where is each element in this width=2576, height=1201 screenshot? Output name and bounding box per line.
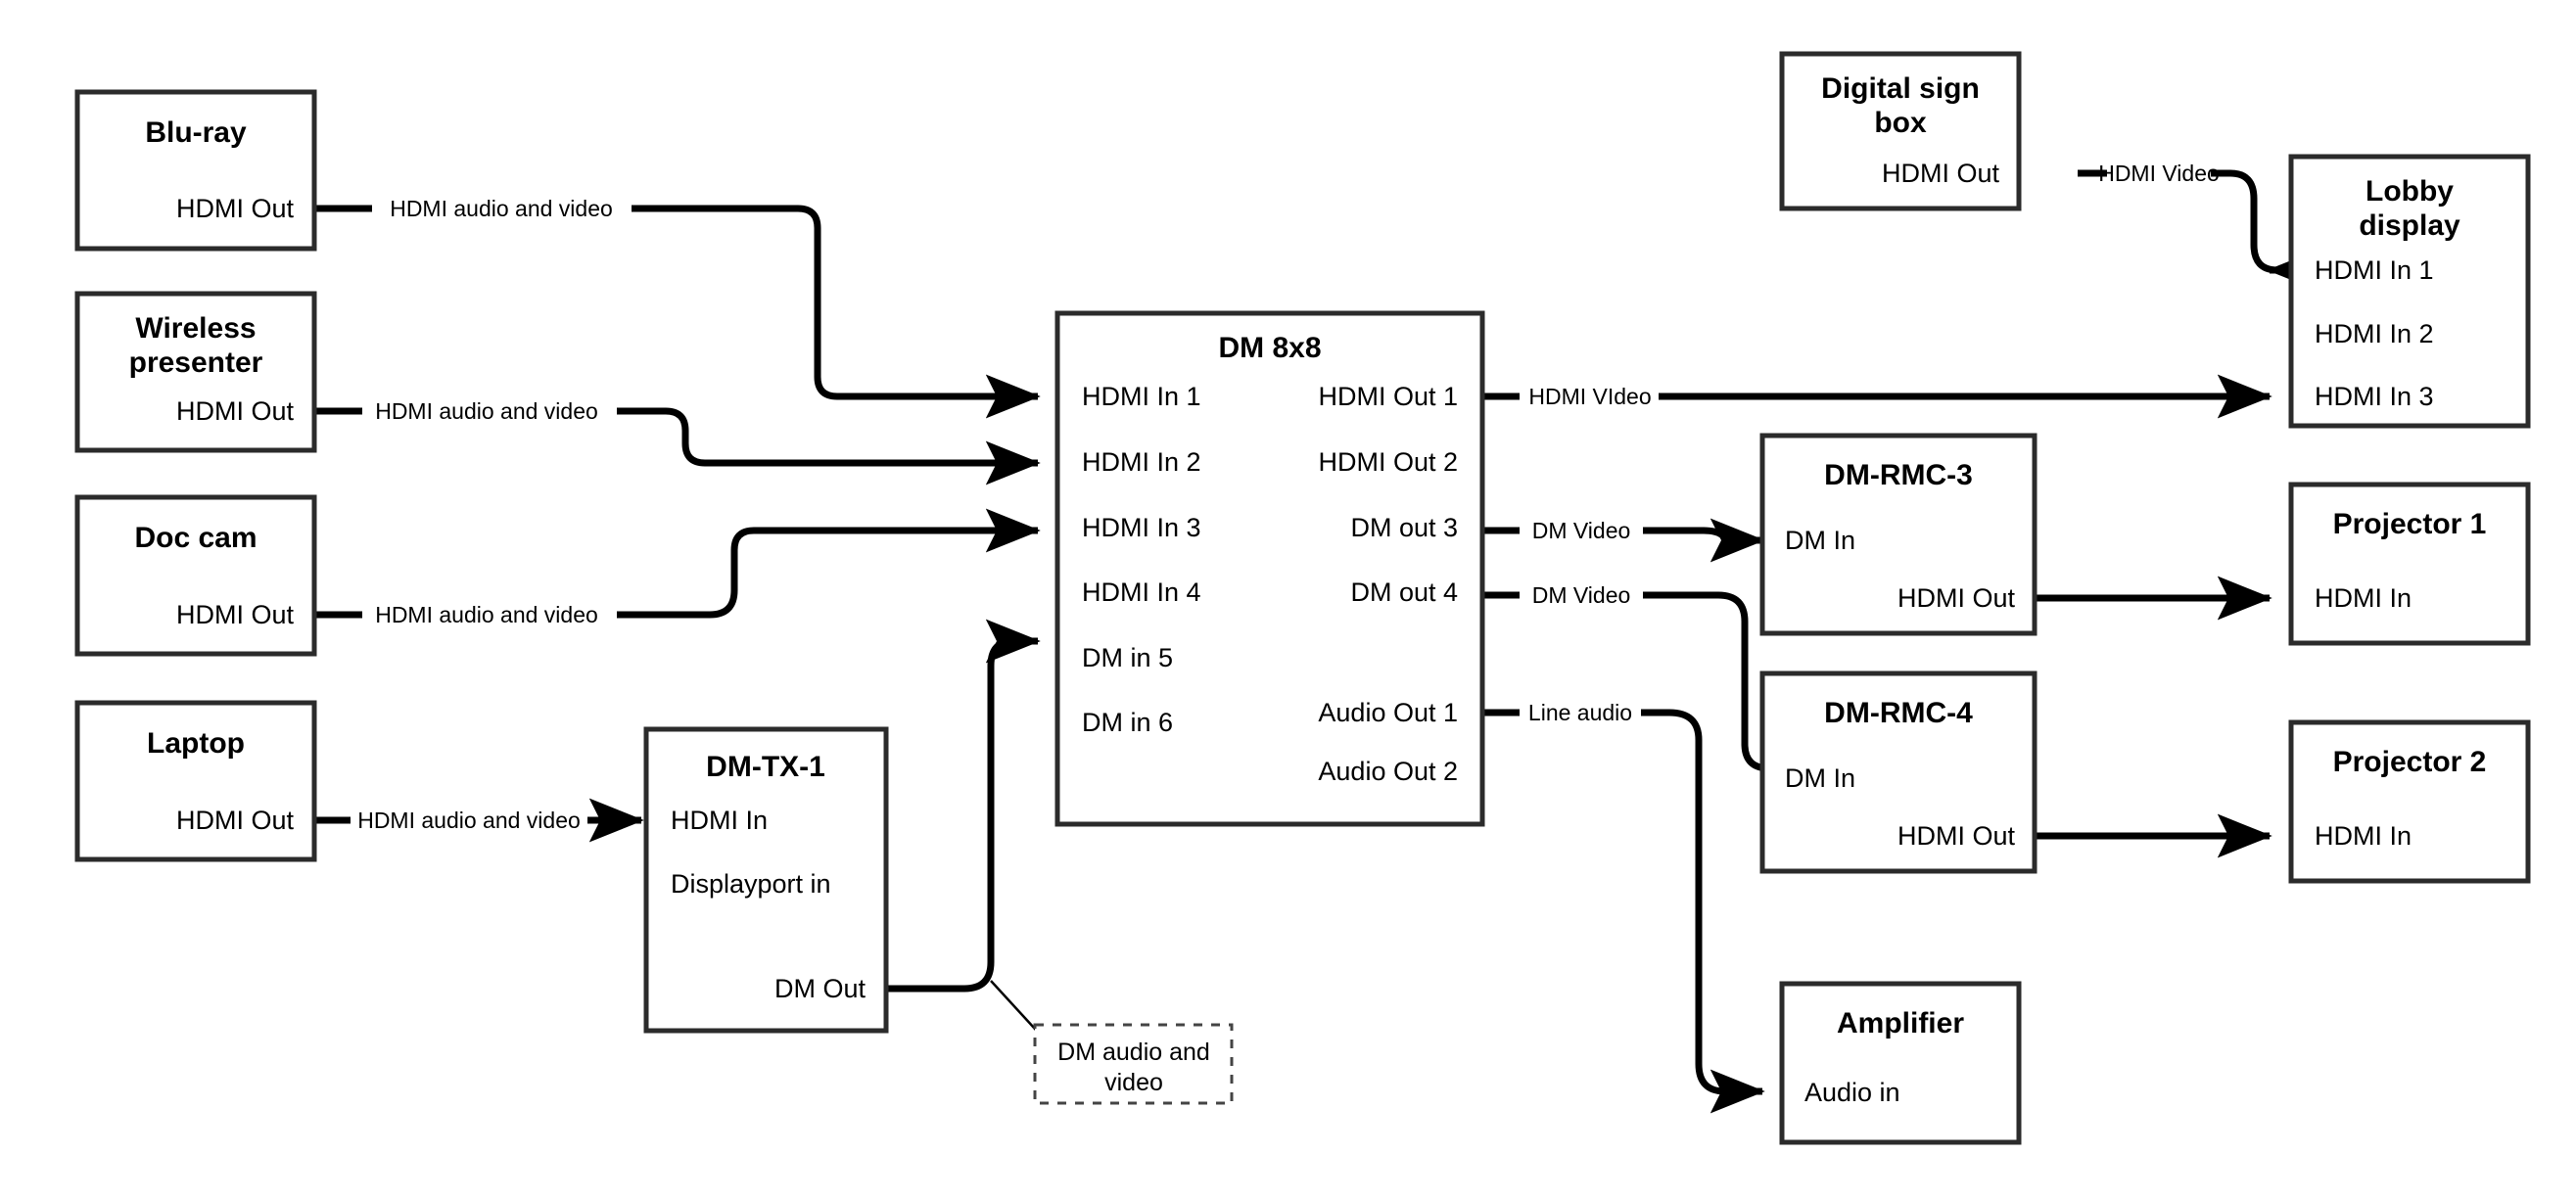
- lobby-display-port-hdmi-in-1: HDMI In 1: [2315, 255, 2434, 285]
- dm-tx-1-port-hdmi-in: HDMI In: [671, 806, 768, 835]
- lobby-display-box[interactable]: [2288, 154, 2531, 429]
- node-bluray[interactable]: Blu-ray HDMI Out: [74, 89, 317, 252]
- dm-8x8-input-dm-in-5: DM in 5: [1082, 643, 1173, 672]
- dm-8x8-output-audio-out-1: Audio Out 1: [1318, 698, 1458, 727]
- dm-audio-video-note-line2: video: [1104, 1069, 1163, 1096]
- dm-8x8-input-hdmi-in-1: HDMI In 1: [1082, 382, 1201, 411]
- dm-8x8-input-hdmi-in-4: HDMI In 4: [1082, 577, 1201, 607]
- dm-8x8-output-hdmi-out-2: HDMI Out 2: [1318, 447, 1458, 477]
- dm-rmc-4-title: DM-RMC-4: [1824, 697, 1973, 729]
- bluray-port-hdmi-out: HDMI Out: [176, 194, 295, 223]
- dm-8x8-box[interactable]: [1054, 310, 1485, 827]
- edge-label-hdmi-video-out1: HDMI VIdeo: [1528, 384, 1651, 409]
- node-projector-2[interactable]: Projector 2 HDMI In: [2288, 719, 2531, 884]
- projector-1-box[interactable]: [2288, 482, 2531, 646]
- node-laptop[interactable]: Laptop HDMI Out: [74, 700, 317, 862]
- dm-8x8-title: DM 8x8: [1218, 332, 1321, 364]
- edge-dm8x8-audio1-to-amplifier: Line audio: [1482, 700, 1765, 1114]
- dm-tx-1-port-displayport-in: Displayport in: [671, 869, 831, 899]
- digital-sign-box-port-hdmi-out: HDMI Out: [1882, 159, 2000, 188]
- edge-doccam-to-dm8x8: HDMI audio and video: [314, 508, 1041, 627]
- edge-label-line-audio: Line audio: [1528, 700, 1632, 725]
- edge-label-dm-video-out4: DM Video: [1532, 582, 1631, 608]
- projector-2-title: Projector 2: [2333, 746, 2487, 778]
- dm-tx-1-title: DM-TX-1: [706, 751, 825, 783]
- edge-label-bluray: HDMI audio and video: [390, 196, 613, 221]
- edge-wireless-to-dm8x8: HDMI audio and video: [314, 398, 1041, 485]
- note-dm-audio-and-video: DM audio and video: [1033, 1023, 1234, 1105]
- dm-8x8-output-dm-out-4: DM out 4: [1350, 577, 1458, 607]
- node-doc-cam[interactable]: Doc cam HDMI Out: [74, 494, 317, 657]
- digital-sign-box-title-line1: Digital sign: [1821, 72, 1980, 105]
- node-dm-tx-1[interactable]: DM-TX-1 HDMI In Displayport in DM Out: [643, 726, 889, 1034]
- edge-dm8x8-out1-to-lobby: HDMI VIdeo: [1482, 374, 2272, 419]
- node-lobby-display[interactable]: Lobby display HDMI In 1 HDMI In 2 HDMI I…: [2288, 154, 2531, 429]
- edge-bluray-to-dm8x8: HDMI audio and video: [314, 196, 1041, 419]
- lobby-display-title-line2: display: [2359, 209, 2460, 242]
- wireless-presenter-title-line1: Wireless: [135, 312, 256, 345]
- dm-audio-video-note-line1: DM audio and: [1057, 1039, 1210, 1066]
- edge-dmtx1-to-dm8x8: [886, 619, 1056, 1052]
- dm-rmc-3-port-dm-in: DM In: [1785, 526, 1855, 555]
- doc-cam-title: Doc cam: [134, 522, 257, 554]
- dm-rmc-4-port-dm-in: DM In: [1785, 763, 1855, 793]
- bluray-box[interactable]: [74, 89, 317, 252]
- wireless-presenter-box[interactable]: [74, 291, 317, 453]
- edge-label-dm-video-out3: DM Video: [1532, 518, 1631, 543]
- edge-laptop-to-dmtx1: HDMI audio and video: [314, 798, 644, 843]
- dm-8x8-input-hdmi-in-2: HDMI In 2: [1082, 447, 1201, 477]
- digital-sign-box-title-line2: box: [1874, 107, 1927, 139]
- dm-tx-1-port-dm-out: DM Out: [774, 974, 866, 1003]
- bluray-title: Blu-ray: [145, 116, 247, 149]
- laptop-title: Laptop: [147, 727, 245, 760]
- node-wireless-presenter[interactable]: Wireless presenter HDMI Out: [74, 291, 317, 453]
- node-digital-sign-box[interactable]: Digital sign box HDMI Out: [1779, 51, 2022, 211]
- edge-dm8x8-out4-to-dmrmc4: DM Video: [1482, 582, 1815, 791]
- node-dm-8x8[interactable]: DM 8x8 HDMI In 1 HDMI In 2 HDMI In 3 HDM…: [1054, 310, 1485, 827]
- dm-8x8-input-dm-in-6: DM in 6: [1082, 708, 1173, 737]
- edge-label-doccam: HDMI audio and video: [375, 602, 598, 627]
- dm-rmc-4-port-hdmi-out: HDMI Out: [1897, 821, 2016, 851]
- amplifier-box[interactable]: [1779, 981, 2022, 1145]
- node-dm-rmc-4[interactable]: DM-RMC-4 DM In HDMI Out: [1759, 670, 2037, 874]
- amplifier-port-audio-in: Audio in: [1804, 1078, 1900, 1107]
- projector-1-port-hdmi-in: HDMI In: [2315, 583, 2412, 613]
- lobby-display-port-hdmi-in-2: HDMI In 2: [2315, 319, 2434, 348]
- lobby-display-port-hdmi-in-3: HDMI In 3: [2315, 382, 2434, 411]
- dm-rmc-3-title: DM-RMC-3: [1824, 459, 1973, 491]
- dm-8x8-input-hdmi-in-3: HDMI In 3: [1082, 513, 1201, 542]
- lobby-display-title-line1: Lobby: [2365, 175, 2454, 208]
- edge-label-hdmi-video-sign: HDMI Video: [2098, 161, 2220, 186]
- wireless-presenter-port-hdmi-out: HDMI Out: [176, 396, 295, 426]
- dm-rmc-4-box[interactable]: [1759, 670, 2037, 874]
- wireless-presenter-title-line2: presenter: [129, 346, 263, 379]
- doc-cam-box[interactable]: [74, 494, 317, 657]
- dm-rmc-3-box[interactable]: [1759, 433, 2037, 636]
- dm-8x8-output-audio-out-2: Audio Out 2: [1318, 757, 1458, 786]
- dm-audio-video-note-box: [1033, 1023, 1234, 1105]
- edge-label-laptop: HDMI audio and video: [357, 808, 581, 833]
- projector-2-port-hdmi-in: HDMI In: [2315, 821, 2412, 851]
- digital-sign-box-box[interactable]: [1779, 51, 2022, 211]
- edge-dm8x8-out3-to-dmrmc3: DM Video: [1482, 518, 1765, 563]
- node-dm-rmc-3[interactable]: DM-RMC-3 DM In HDMI Out: [1759, 433, 2037, 636]
- projector-2-box[interactable]: [2288, 719, 2531, 884]
- dm-8x8-output-hdmi-out-1: HDMI Out 1: [1318, 382, 1458, 411]
- edge-label-wireless: HDMI audio and video: [375, 398, 598, 424]
- dm-8x8-output-dm-out-3: DM out 3: [1350, 513, 1458, 542]
- dm-rmc-3-port-hdmi-out: HDMI Out: [1897, 583, 2016, 613]
- edge-digitalsign-to-lobby: HDMI Video: [2078, 161, 2322, 293]
- doc-cam-port-hdmi-out: HDMI Out: [176, 600, 295, 629]
- laptop-box[interactable]: [74, 700, 317, 862]
- projector-1-title: Projector 1: [2333, 508, 2487, 540]
- amplifier-title: Amplifier: [1837, 1007, 1964, 1039]
- dm-tx-1-box[interactable]: [643, 726, 889, 1034]
- node-projector-1[interactable]: Projector 1 HDMI In: [2288, 482, 2531, 646]
- node-amplifier[interactable]: Amplifier Audio in: [1779, 981, 2022, 1145]
- laptop-port-hdmi-out: HDMI Out: [176, 806, 295, 835]
